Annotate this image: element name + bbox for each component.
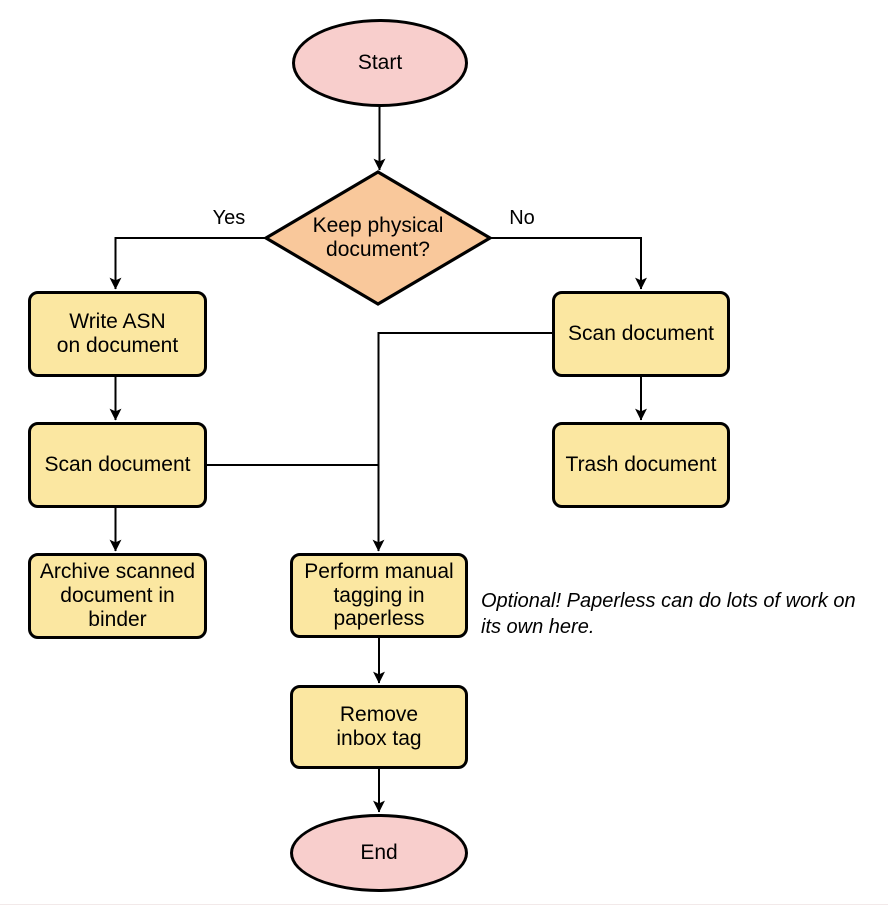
bottom-edge-line	[0, 904, 888, 905]
node-decision-label: Keep physical document?	[312, 214, 444, 261]
node-trash-document: Trash document	[552, 422, 730, 508]
optional-note: Optional! Paperless can do lots of work …	[481, 590, 856, 638]
node-end: End	[290, 814, 468, 892]
edge-label-yes: Yes	[212, 207, 246, 229]
node-scan-document-left: Scan document	[28, 422, 207, 508]
node-remove-inbox-tag: Remove inbox tag	[290, 685, 468, 769]
edge-decision-yes-to-write-asn	[109, 237, 266, 290]
node-manual-tagging: Perform manual tagging in paperless	[290, 553, 468, 638]
edge-decision-no-to-scan-right	[490, 237, 647, 290]
node-write-asn: Write ASN on document	[28, 291, 207, 377]
edge-label-no: No	[509, 207, 535, 229]
node-scan-document-right: Scan document	[552, 291, 730, 377]
edge-scan-right-to-tagging	[372, 332, 552, 552]
node-archive-in-binder: Archive scanned document in binder	[28, 553, 207, 639]
node-start: Start	[292, 19, 468, 107]
decision-diamond-shape	[262, 170, 494, 306]
